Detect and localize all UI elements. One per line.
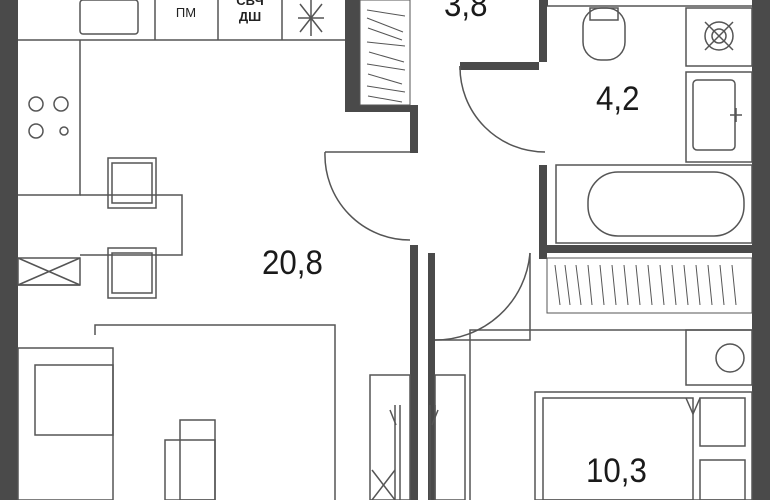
door-swings	[324, 65, 546, 341]
dishwasher-alt-label: ДШ	[238, 9, 262, 24]
dishwasher-label: ПМ	[175, 5, 197, 20]
fridge	[17, 257, 81, 286]
partition-wall-lower-2	[428, 253, 435, 500]
stove	[28, 96, 69, 139]
bathroom-fixtures	[547, 5, 753, 244]
bedroom-area: 10,3	[586, 452, 647, 490]
dining-set	[80, 157, 183, 299]
bathroom-wall-bottom	[539, 245, 752, 253]
bathroom-wall-left	[460, 0, 547, 70]
closet-hatch-upper	[359, 0, 411, 106]
bedroom-furniture	[469, 329, 753, 500]
living-furniture	[17, 324, 336, 500]
partition-wall-upper	[410, 105, 418, 153]
outer-wall-left	[0, 0, 18, 500]
sliding-doors	[369, 374, 466, 500]
wardrobe-hatch	[546, 257, 753, 314]
kitchen-living-area: 20,8	[262, 244, 323, 282]
bathroom-wall-lower	[539, 165, 547, 245]
hood-icon	[298, 0, 324, 36]
bedroom-wall-stub	[539, 253, 547, 259]
outer-wall-right	[752, 0, 770, 500]
hall-area: 3,8	[444, 0, 488, 24]
closet-wall	[345, 0, 415, 112]
microwave-label: СВЧ	[236, 0, 264, 8]
bathroom-area: 4,2	[596, 80, 640, 118]
partition-wall-lower	[410, 245, 418, 500]
